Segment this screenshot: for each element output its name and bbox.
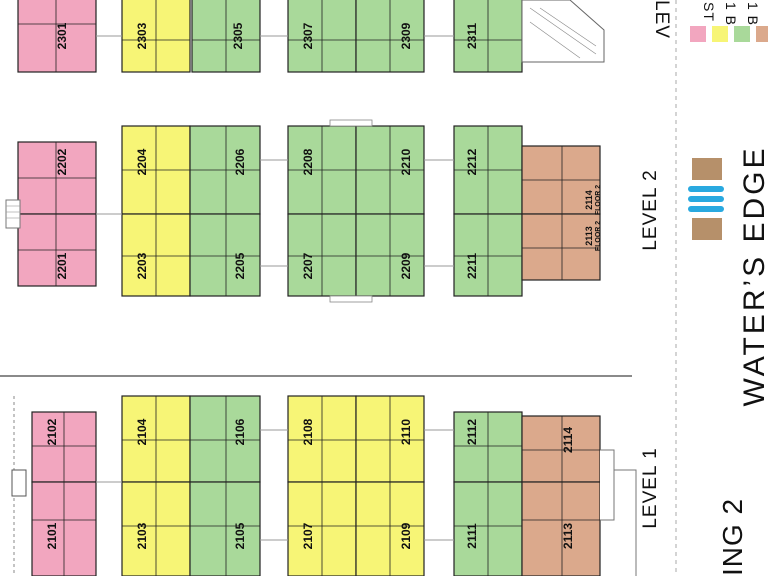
unit-label-2305: 2305	[231, 22, 245, 49]
unit-label-2106: 2106	[233, 418, 247, 445]
unit-label-2113-upper: 2113	[584, 226, 594, 246]
legend-label-studio: ST	[701, 2, 717, 22]
unit-label-2205: 2205	[233, 252, 247, 279]
unit-label-2109: 2109	[399, 522, 413, 549]
unit-label-2107: 2107	[301, 522, 315, 549]
level-1-plan: 2102 2101 2104 2103 2106 2105 2108 2107 …	[0, 375, 637, 576]
floor-note-2113: FLOOR 2	[595, 221, 602, 251]
legend-swatch-1bed-a	[712, 26, 728, 42]
unit-label-2114: 2114	[561, 427, 575, 453]
unit-label-2105: 2105	[233, 522, 247, 549]
unit-2114-block	[521, 415, 601, 483]
level-1-patio-outline	[600, 449, 615, 521]
floor-note-2114: FLOOR 2	[595, 185, 602, 215]
unit-label-2101: 2101	[45, 522, 59, 549]
unit-label-2113: 2113	[561, 523, 575, 549]
unit-2301-block	[17, 0, 97, 73]
building-label: ING 2	[717, 498, 748, 576]
unit-label-2102: 2102	[45, 418, 59, 445]
level-2-label: LEVEL 2	[640, 169, 661, 250]
level-2-balcony-hatch-top	[329, 119, 373, 127]
level-1-walk-line	[614, 469, 637, 576]
level-1-label: LEVEL 1	[640, 447, 661, 528]
unit-label-2108: 2108	[301, 418, 315, 445]
legend-label-1bed-a: 1 B	[723, 2, 739, 26]
unit-label-2307: 2307	[301, 22, 315, 49]
unit-2113-upper-block	[521, 213, 601, 281]
unit-label-2206: 2206	[233, 148, 247, 175]
legend-label-1bed-b: 1 B	[745, 2, 761, 26]
unit-label-2209: 2209	[399, 252, 413, 279]
unit-2106-block	[189, 395, 261, 483]
waves-logo-icon	[688, 158, 724, 240]
level-3-plan: 2301 2303 2305 2307 2309 2311	[17, 0, 605, 73]
level-2-plan: 2202 2201 2204 2203 2206 2205 2208 2207 …	[5, 119, 602, 303]
unit-2205-block	[189, 213, 261, 297]
unit-label-2111: 2111	[465, 523, 479, 549]
unit-label-2211: 2211	[465, 253, 479, 279]
unit-label-2311: 2311	[465, 23, 479, 49]
unit-label-2309: 2309	[399, 22, 413, 49]
unit-label-2207: 2207	[301, 252, 315, 279]
level-3-label: LEV	[651, 0, 672, 39]
unit-label-2303: 2303	[135, 22, 149, 49]
unit-label-2208: 2208	[301, 148, 315, 175]
legend-swatch-2bed	[756, 26, 768, 42]
unit-label-2110: 2110	[399, 419, 413, 445]
unit-label-2210: 2210	[399, 148, 413, 175]
unit-2105-block	[189, 481, 261, 576]
legend-swatch-1bed-b	[734, 26, 750, 42]
unit-label-2202: 2202	[55, 148, 69, 175]
brand-name: WATER’S EDGE	[738, 145, 768, 406]
unit-label-2204: 2204	[135, 148, 149, 175]
unit-label-2112: 2112	[465, 419, 479, 445]
unit-label-2103: 2103	[135, 522, 149, 549]
unit-label-2212: 2212	[465, 148, 479, 175]
unit-2113-block	[521, 481, 601, 576]
level-2-entry-stair	[5, 199, 21, 229]
unit-label-2114-upper: 2114	[584, 190, 594, 210]
level-2-balcony-hatch	[329, 295, 373, 303]
unit-label-2104: 2104	[135, 418, 149, 445]
legend: ST 1 B 1 B 2 B	[690, 2, 768, 42]
unit-label-2203: 2203	[135, 252, 149, 279]
legend-swatch-studio	[690, 26, 706, 42]
unit-label-2201: 2201	[55, 252, 69, 279]
unit-label-2301: 2301	[55, 22, 69, 49]
level-1-entry-box	[11, 469, 27, 497]
